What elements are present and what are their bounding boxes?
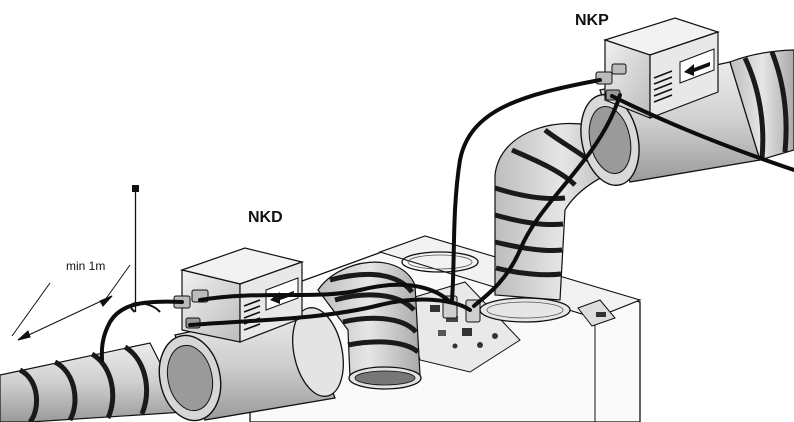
nkp-label: NKP [575,12,609,29]
dimension-line [11,264,131,341]
port-ring-right [479,297,571,323]
nkp-heater [580,17,794,187]
control-board [404,281,521,373]
cable-nkp-sensor [472,93,622,308]
cable-nkd-sensor [99,299,184,362]
nkp-airflow-arrow-icon [679,48,715,84]
latch [577,299,616,327]
min-distance-label: min 1m [66,259,106,273]
port-ring-left [401,251,479,273]
cables [99,78,794,362]
nkp-cable-glands [595,63,627,101]
nkd-label: NKD [248,209,283,226]
cable-nkp-to-board [450,78,602,302]
cable-nkd-to-board [198,282,450,302]
cable-nkp-power [610,94,794,172]
cable-nkd-power [188,297,472,327]
flex-duct-left [0,342,186,422]
nkp-vents [653,70,673,103]
temperature-sensor [129,185,161,313]
